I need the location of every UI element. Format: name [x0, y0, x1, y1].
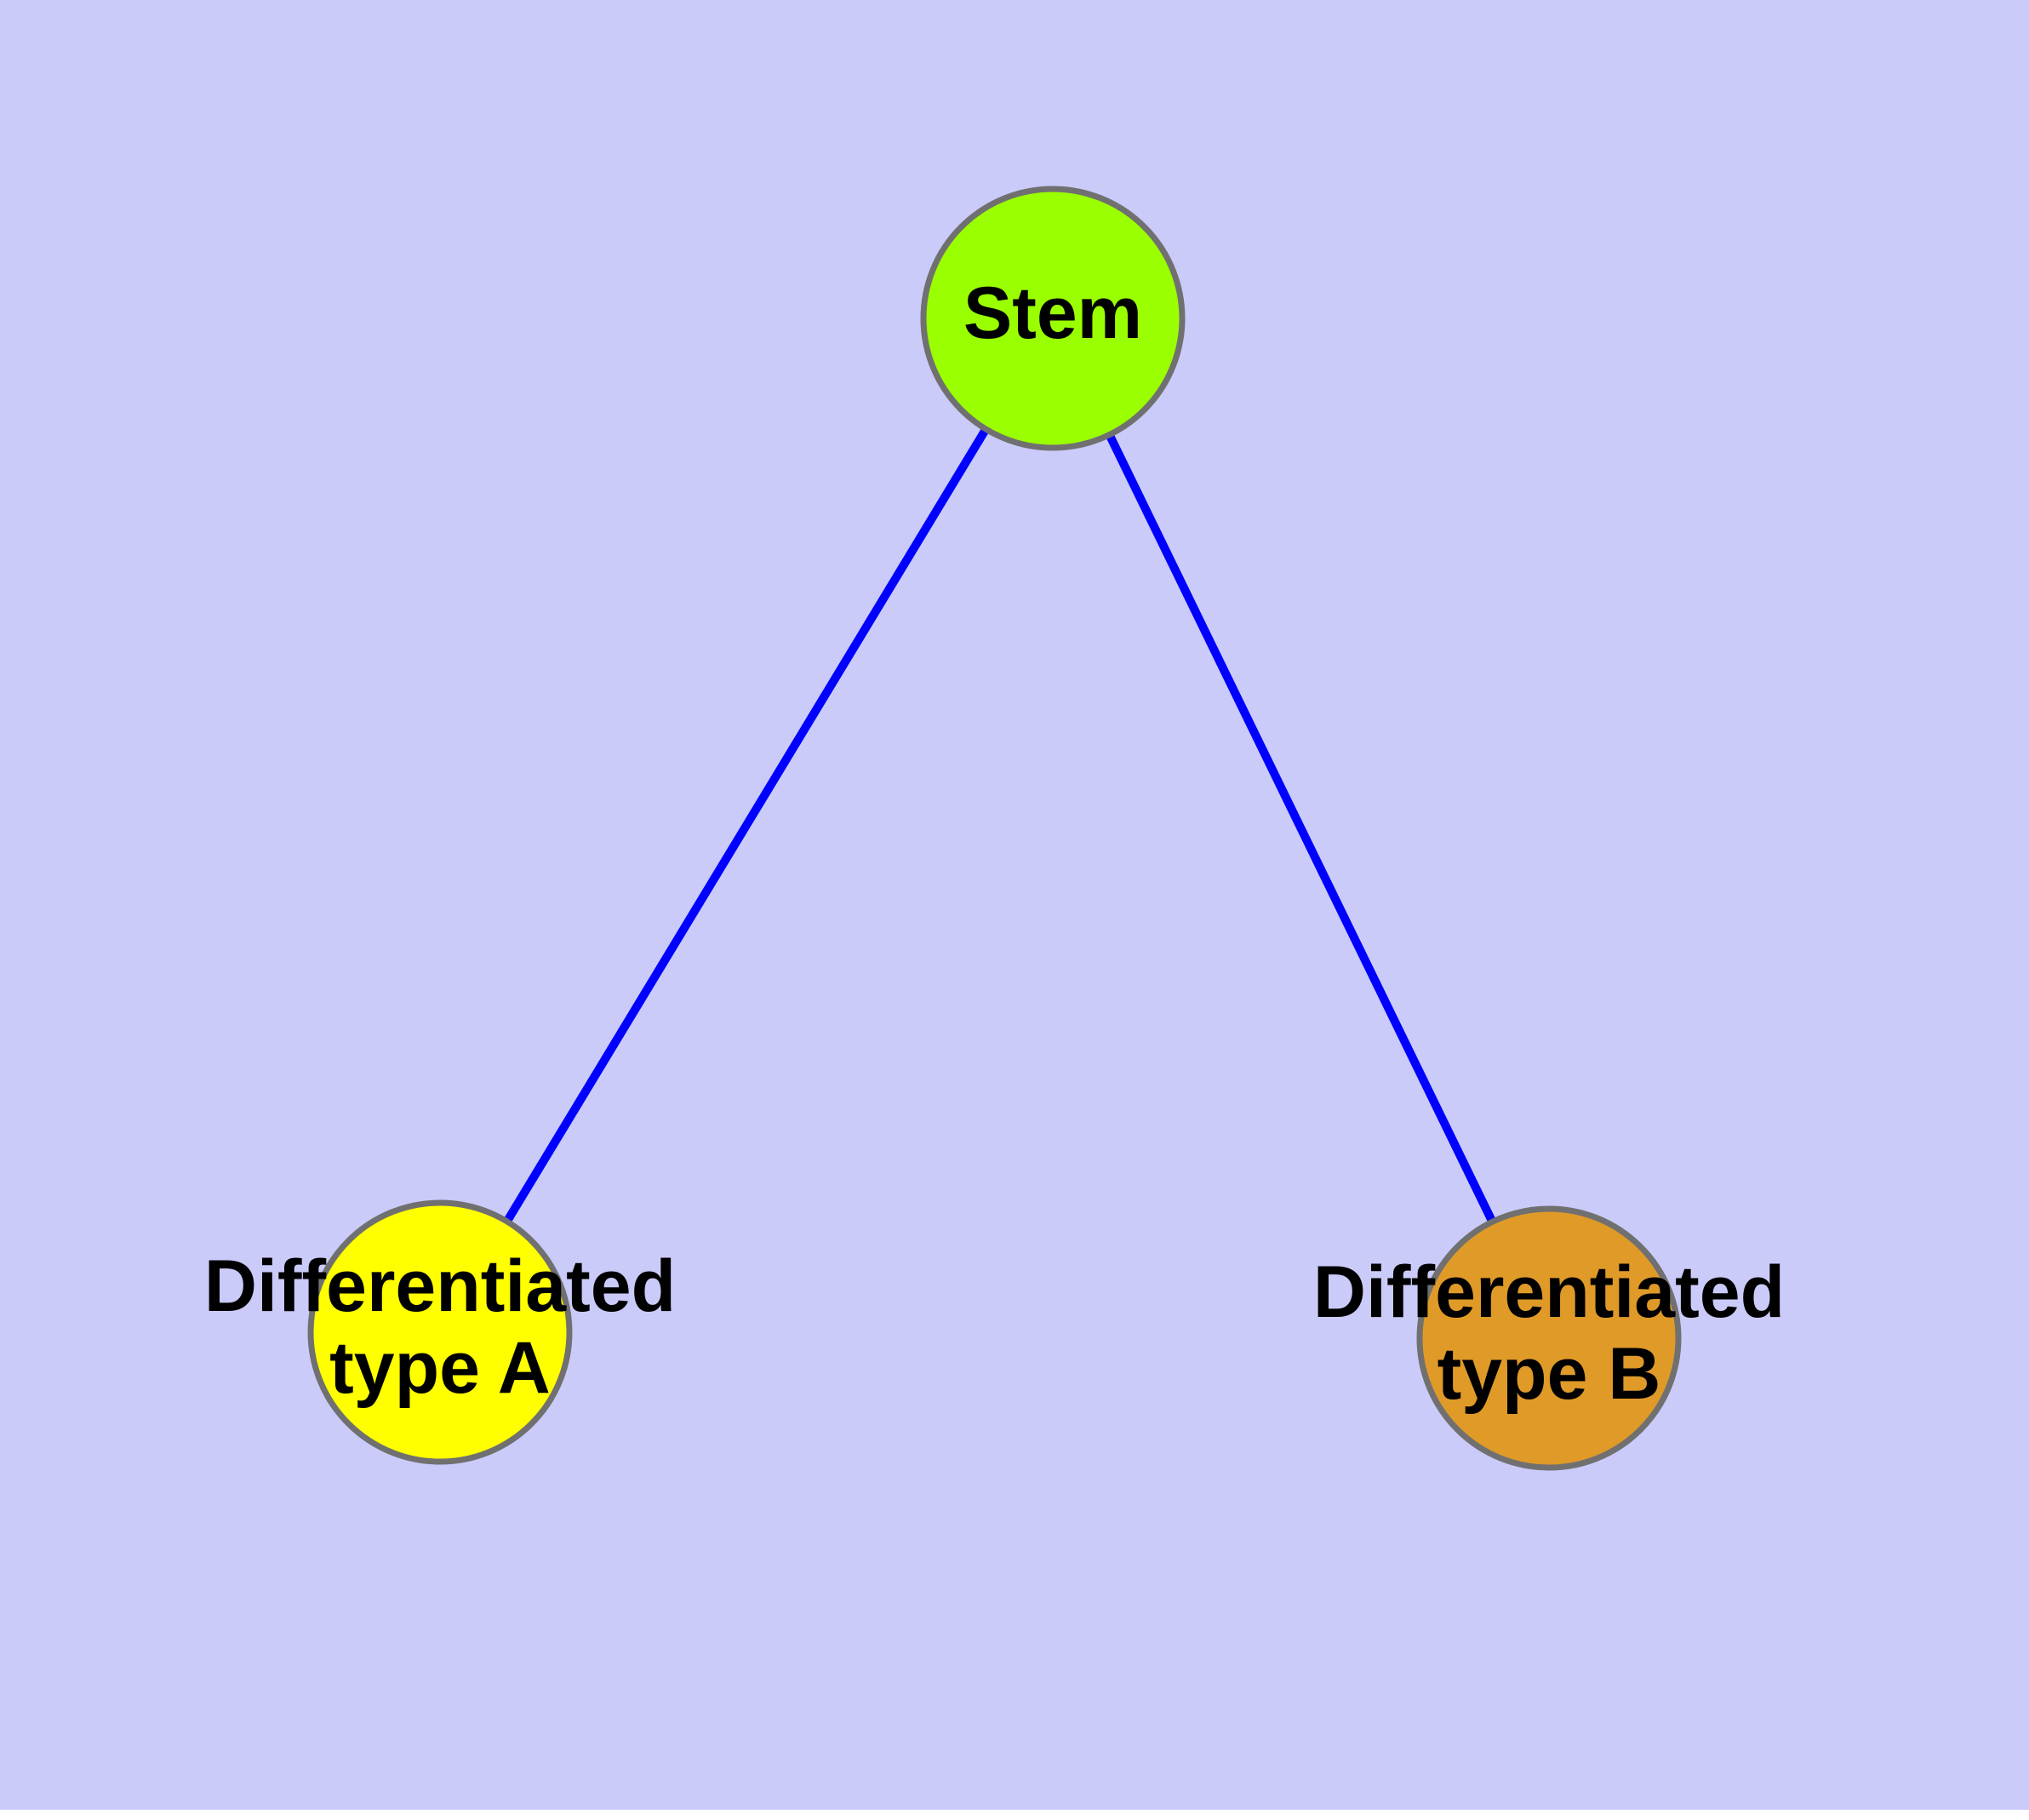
node-circle-diff_b[interactable] [1416, 1205, 1682, 1471]
edge-stem-diff-a[interactable] [502, 426, 991, 1225]
node-label-line: type B [1437, 1333, 1661, 1415]
edges-layer [502, 426, 1497, 1225]
node-label-line: type A [329, 1327, 551, 1409]
node-label-line: Stem [963, 272, 1142, 354]
node-label-line: Differentiated [1313, 1251, 1785, 1333]
node-label-line: Differentiated [204, 1245, 676, 1327]
node-circle-stem[interactable] [920, 186, 1186, 451]
node-stem[interactable]: Stem [920, 186, 1186, 451]
edge-stem-diff-b[interactable] [1105, 432, 1497, 1225]
node-label-stem: Stem [963, 272, 1142, 354]
node-circle-diff_a[interactable] [307, 1199, 573, 1465]
